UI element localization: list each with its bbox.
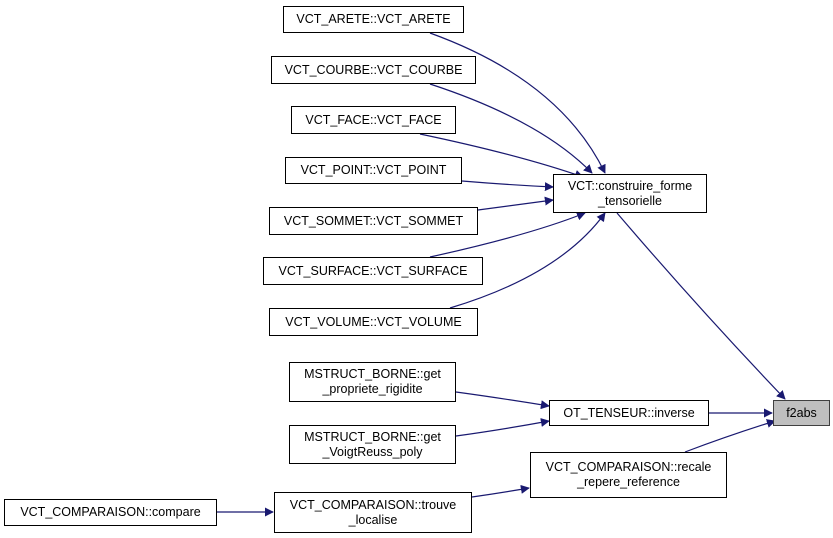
edge-voigt-to-inverse: [455, 418, 550, 437]
edge-construire-to-f2abs: [616, 212, 786, 400]
node-f2abs-focus: f2abs: [773, 400, 830, 426]
edge-volume-to-construire: [449, 212, 606, 309]
node-ot-tenseur-inverse[interactable]: OT_TENSEUR::inverse: [549, 400, 709, 426]
node-vct-sommet[interactable]: VCT_SOMMET::VCT_SOMMET: [269, 207, 478, 235]
node-recale-repere-reference[interactable]: VCT_COMPARAISON::recale _repere_referenc…: [530, 452, 727, 498]
node-construire-forme-tensorielle[interactable]: VCT::construire_forme _tensorielle: [553, 174, 707, 213]
node-vct-comparaison-compare[interactable]: VCT_COMPARAISON::compare: [4, 499, 217, 526]
edge-trouve-to-recale: [471, 484, 530, 498]
node-trouve-localise[interactable]: VCT_COMPARAISON::trouve _localise: [274, 492, 472, 533]
edge-sommet-to-construire: [477, 196, 554, 211]
node-vct-courbe[interactable]: VCT_COURBE::VCT_COURBE: [271, 56, 476, 84]
node-get-voigtreuss-poly[interactable]: MSTRUCT_BORNE::get _VoigtReuss_poly: [289, 425, 456, 464]
node-vct-face[interactable]: VCT_FACE::VCT_FACE: [291, 106, 456, 134]
edge-face-to-construire: [419, 133, 584, 179]
node-vct-arete[interactable]: VCT_ARETE::VCT_ARETE: [283, 6, 464, 33]
edge-courbe-to-construire: [429, 83, 593, 174]
node-vct-volume[interactable]: VCT_VOLUME::VCT_VOLUME: [269, 308, 478, 336]
edge-surface-to-construire: [429, 211, 586, 258]
edge-propriete-to-inverse: [455, 391, 550, 410]
node-vct-point[interactable]: VCT_POINT::VCT_POINT: [285, 157, 462, 184]
edge-recale-to-f2abs: [684, 419, 776, 453]
edge-arete-to-construire: [429, 32, 606, 174]
node-vct-surface[interactable]: VCT_SURFACE::VCT_SURFACE: [263, 257, 483, 285]
edge-point-to-construire: [461, 180, 554, 192]
node-get-propriete-rigidite[interactable]: MSTRUCT_BORNE::get _propriete_rigidite: [289, 362, 456, 402]
